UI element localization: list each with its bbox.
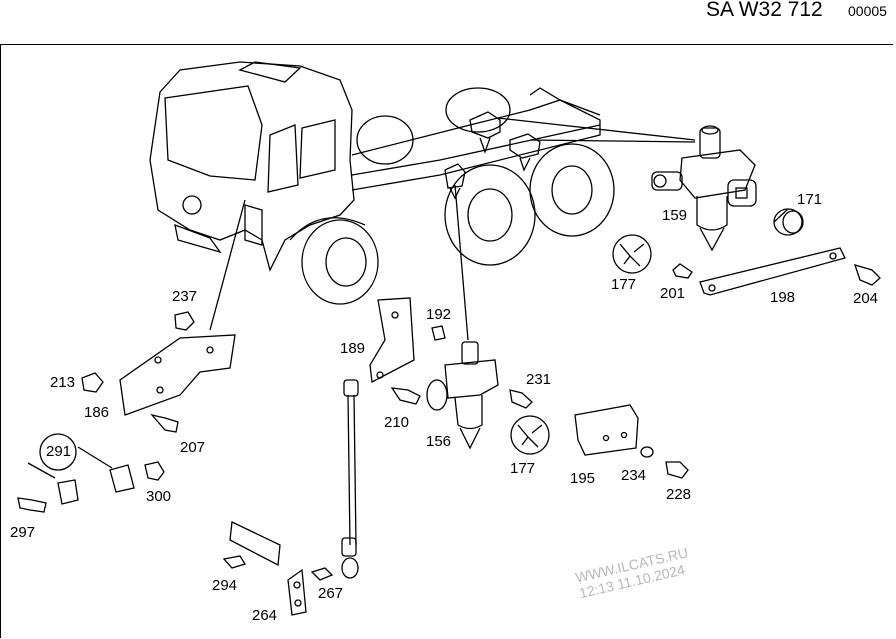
bolt-207 xyxy=(150,413,179,433)
part-label-291: 291 xyxy=(46,443,72,460)
valve-156 xyxy=(426,341,499,450)
bolt-228 xyxy=(665,461,689,479)
nut-213 xyxy=(81,372,104,393)
diagram-title: SA W32 712 xyxy=(706,0,823,21)
wrench-icon xyxy=(612,234,652,274)
rod-267 xyxy=(310,379,359,581)
part-label-156: 156 xyxy=(426,433,452,450)
bracket-189 xyxy=(369,297,415,384)
part-label-177-upper: 177 xyxy=(611,276,637,293)
truck-illustration xyxy=(149,61,615,305)
diagram-frame xyxy=(0,44,893,638)
bolt-210 xyxy=(390,387,421,405)
part-label-237: 237 xyxy=(172,288,198,305)
part-label-267: 267 xyxy=(318,585,344,602)
bolt-201 xyxy=(672,263,693,279)
part-label-210: 210 xyxy=(384,414,410,431)
nut-237 xyxy=(174,311,195,331)
bar-198 xyxy=(699,247,846,296)
bolt-204 xyxy=(853,264,881,286)
ring-171 xyxy=(773,208,804,236)
clip-300 xyxy=(57,461,165,505)
part-label-189: 189 xyxy=(340,340,366,357)
part-label-198: 198 xyxy=(770,289,796,306)
part-label-207: 207 xyxy=(180,439,206,456)
bracket-186 xyxy=(119,334,236,416)
bolt-294 xyxy=(222,555,246,569)
part-label-234: 234 xyxy=(621,467,647,484)
part-label-264: 264 xyxy=(252,607,278,624)
part-label-231: 231 xyxy=(526,371,552,388)
bolt-297 xyxy=(17,497,47,513)
leader-lines xyxy=(27,117,696,479)
part-label-294: 294 xyxy=(212,577,238,594)
wrench-icon-2 xyxy=(510,415,550,455)
part-label-186: 186 xyxy=(84,404,110,421)
diagram-code: 00005 xyxy=(848,3,887,19)
part-label-228: 228 xyxy=(666,486,692,503)
chassis-valves xyxy=(444,111,541,200)
washer-234 xyxy=(640,446,654,458)
part-label-201: 201 xyxy=(660,285,686,302)
part-label-195: 195 xyxy=(570,470,596,487)
part-label-297: 297 xyxy=(10,524,36,541)
plate-294 xyxy=(229,521,281,567)
bolt-231 xyxy=(509,389,533,409)
part-label-171: 171 xyxy=(797,191,823,208)
valve-159 xyxy=(651,125,757,252)
callout-291 xyxy=(39,433,77,471)
part-label-177-lower: 177 xyxy=(510,460,536,477)
part-label-204: 204 xyxy=(853,290,879,307)
part-label-159: 159 xyxy=(662,207,688,224)
part-label-300: 300 xyxy=(146,488,172,505)
bracket-264 xyxy=(287,568,307,616)
bracket-195 xyxy=(574,404,639,456)
part-label-213: 213 xyxy=(50,374,76,391)
nut-192 xyxy=(431,325,446,341)
part-label-192: 192 xyxy=(426,306,452,323)
